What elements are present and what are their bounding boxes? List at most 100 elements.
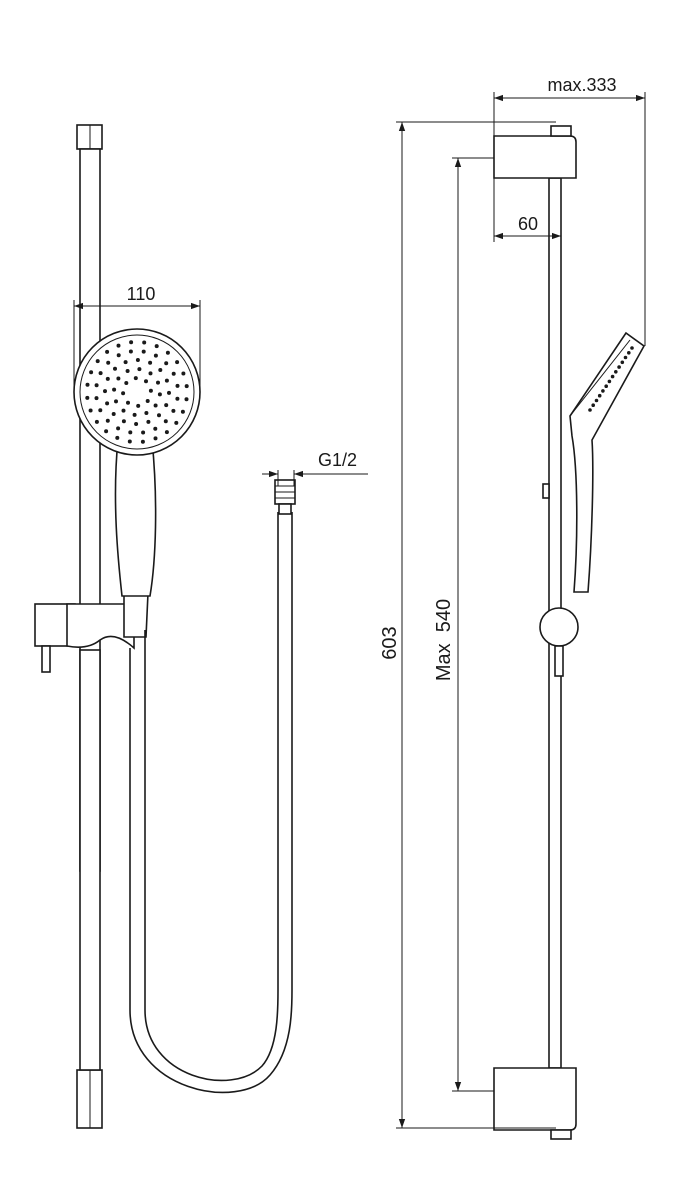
- nozzle-dot: [148, 371, 153, 376]
- nozzle-dot: [95, 359, 100, 364]
- front-handset-handle: [114, 439, 157, 597]
- nozzle-dot: [175, 383, 180, 388]
- nozzle-dot: [127, 439, 132, 444]
- nozzle-dot: [175, 396, 180, 401]
- side-nozzle-dot: [607, 379, 612, 384]
- nozzle-dot: [181, 371, 186, 376]
- nozzle-dot: [133, 376, 138, 381]
- nozzle-dot: [115, 435, 120, 440]
- nozzle-dot: [153, 436, 158, 441]
- side-nozzle-dot: [610, 374, 615, 379]
- nozzle-dot: [85, 382, 90, 387]
- nozzle-dot: [124, 381, 129, 385]
- nozzle-dot: [88, 408, 93, 413]
- nozzle-dot: [134, 422, 139, 426]
- nozzle-dot: [171, 371, 176, 376]
- nozzle-dot: [114, 399, 118, 404]
- nozzle-dot: [98, 371, 103, 376]
- nozzle-dot: [116, 376, 121, 381]
- side-handset: [569, 331, 646, 593]
- nozzle-dot: [105, 376, 110, 381]
- side-nozzle-dot: [594, 398, 599, 403]
- nozzle-dot: [105, 349, 110, 354]
- side-nozzle-dot: [620, 360, 625, 365]
- side-slider-knob: [539, 607, 579, 647]
- side-bottom-bracket: [493, 1067, 577, 1131]
- nozzle-dot: [137, 367, 142, 372]
- nozzle-dot: [153, 403, 158, 408]
- nozzle-dot: [113, 366, 117, 371]
- side-view: [493, 125, 646, 1140]
- nozzle-dot: [158, 368, 163, 372]
- nozzle-dot: [153, 426, 158, 431]
- nozzle-dot: [144, 379, 148, 384]
- nozzle-dot: [144, 411, 149, 415]
- nozzle-dot: [116, 353, 121, 358]
- nozzle-dot: [98, 408, 103, 413]
- nozzle-dot: [146, 419, 151, 424]
- nozzle-dot: [116, 426, 121, 431]
- nozzle-dot: [141, 349, 146, 354]
- side-nozzle-dot: [614, 370, 618, 374]
- side-nozzle-dot: [630, 346, 634, 350]
- nozzle-dot: [174, 420, 179, 425]
- dim-overall-height-label: 603: [379, 626, 401, 659]
- dim-connection-thread: G1/2: [262, 450, 368, 486]
- nozzle-dot: [157, 392, 162, 397]
- front-slider-bracket: [34, 592, 149, 673]
- nozzle-dot: [89, 370, 94, 375]
- nozzle-dot: [116, 343, 121, 348]
- nozzle-dot: [180, 409, 185, 414]
- nozzle-dot: [164, 403, 169, 408]
- nozzle-dot: [140, 439, 145, 444]
- nozzle-dot: [103, 389, 107, 394]
- nozzle-dot: [157, 413, 161, 418]
- nozzle-dot: [171, 408, 176, 413]
- nozzle-dot: [184, 397, 189, 402]
- nozzle-dot: [148, 388, 153, 393]
- dim-bracket-depth: 60: [493, 178, 562, 242]
- front-hose: [129, 479, 296, 1094]
- nozzle-dot: [129, 340, 134, 345]
- nozzle-dot: [121, 419, 126, 424]
- nozzle-dot: [141, 430, 146, 435]
- dim-max-projection-label: max.333: [547, 75, 616, 95]
- nozzle-dot: [128, 349, 133, 354]
- nozzle-dot: [136, 403, 141, 408]
- dim-max-slide-travel-label: Max 540: [433, 599, 455, 681]
- dim-head-diameter: 110: [73, 284, 201, 392]
- nozzle-dot: [167, 390, 171, 395]
- spray-nozzles: [85, 340, 189, 444]
- side-nozzle-dot: [604, 384, 608, 389]
- nozzle-dot: [132, 412, 137, 417]
- nozzle-dot: [156, 380, 160, 385]
- nozzle-dot: [148, 360, 153, 365]
- nozzle-dot: [165, 350, 170, 355]
- dim-connection-thread-label: G1/2: [318, 450, 357, 470]
- side-top-bracket: [493, 135, 577, 179]
- side-nozzle-dot: [601, 389, 605, 393]
- side-spray-nozzles: [588, 346, 634, 412]
- nozzle-dot: [94, 419, 99, 424]
- nozzle-dot: [145, 399, 150, 403]
- nozzle-dot: [111, 412, 116, 416]
- side-nozzle-dot: [591, 403, 595, 408]
- nozzle-dot: [104, 429, 109, 434]
- side-nozzle-dot: [597, 393, 602, 398]
- nozzle-dot: [142, 340, 147, 345]
- dim-max-projection: max.333: [493, 75, 646, 346]
- nozzle-dot: [94, 396, 99, 401]
- side-nozzle-dot: [627, 351, 631, 355]
- nozzle-dot: [121, 408, 126, 413]
- front-view: [34, 124, 296, 1129]
- nozzle-dot: [153, 353, 158, 358]
- nozzle-dot: [154, 344, 159, 349]
- dim-bracket-depth-label: 60: [518, 214, 538, 234]
- nozzle-dot: [106, 360, 111, 365]
- nozzle-dot: [175, 360, 180, 365]
- nozzle-dot: [105, 401, 110, 406]
- dim-max-slide-travel: Max 540: [433, 157, 494, 1092]
- nozzle-dot: [123, 360, 128, 365]
- nozzle-dot: [184, 384, 189, 389]
